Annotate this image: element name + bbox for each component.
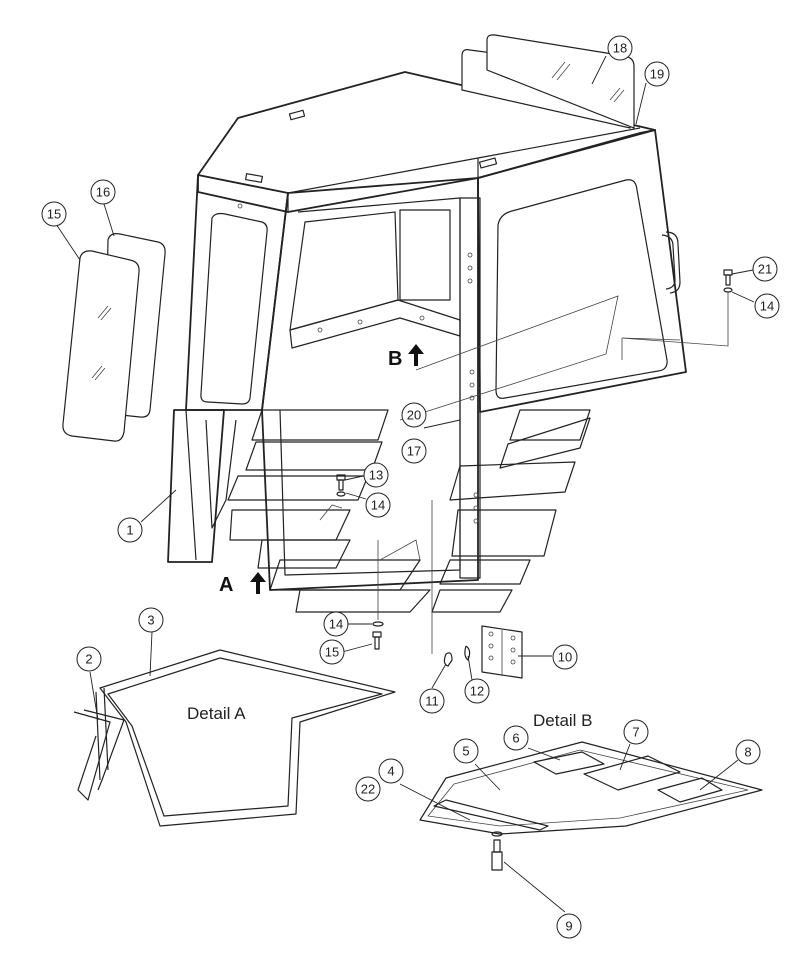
callout-11: 11: [419, 688, 445, 714]
callout-2: 2: [76, 646, 102, 672]
cab-front-frame: [261, 177, 481, 591]
callout-10: 10: [552, 644, 578, 670]
callout-13: 13: [363, 462, 389, 488]
bolt-15: [372, 540, 384, 650]
callout-4-text: 4: [387, 764, 394, 779]
callout-15b-text: 15: [325, 645, 339, 660]
callout-10-text: 10: [558, 650, 572, 665]
cab-right-side: [477, 129, 687, 413]
callout-15a: 15: [41, 201, 67, 227]
pin-11-12: [431, 500, 471, 667]
callout-5: 5: [453, 738, 479, 764]
floor-panels: [227, 295, 619, 613]
view-marker-b-label: B: [388, 348, 402, 370]
callout-20-text: 20: [407, 408, 421, 423]
detail-a-seal: Detail A: [73, 649, 396, 827]
hinge-10: [481, 625, 523, 679]
callout-3-text: 3: [147, 613, 154, 628]
callout-18-text: 18: [613, 41, 627, 56]
callout-14b-text: 14: [371, 498, 385, 513]
callout-21-text: 21: [758, 262, 772, 277]
view-marker-a-label: A: [219, 574, 233, 596]
callout-5-text: 5: [462, 744, 469, 759]
detail-b-label: Detail B: [533, 711, 593, 730]
callout-6: 6: [503, 725, 529, 751]
callout-4: 4: [378, 758, 404, 784]
callout-16: 16: [90, 179, 116, 205]
callout-19-text: 19: [650, 67, 664, 82]
callout-1-text: 1: [126, 523, 133, 538]
callout-7-text: 7: [632, 725, 639, 740]
callout-14c-text: 14: [329, 617, 343, 632]
callout-12: 12: [464, 678, 490, 704]
callout-17-text: 17: [407, 444, 421, 459]
cab-left-side: [167, 174, 289, 563]
bolt-13: [336, 474, 346, 497]
callout-21: 21: [752, 256, 778, 282]
callout-15a-text: 15: [47, 207, 61, 222]
callout-8-text: 8: [744, 745, 751, 760]
callout-15b: 15: [319, 639, 345, 665]
callout-16-text: 16: [96, 185, 110, 200]
callout-14a: 14: [754, 293, 780, 319]
callout-7: 7: [623, 719, 649, 745]
view-marker-a: A: [219, 572, 266, 596]
bolt-21: [621, 269, 733, 347]
view-marker-b: B: [388, 344, 424, 370]
callout-12-text: 12: [470, 684, 484, 699]
callout-3: 3: [138, 607, 164, 633]
callout-9-text: 9: [565, 919, 572, 934]
callout-9: 9: [556, 913, 582, 939]
callout-2-text: 2: [85, 652, 92, 667]
callout-6-text: 6: [512, 731, 519, 746]
callout-17: 17: [401, 438, 427, 464]
callout-18: 18: [607, 35, 633, 61]
callout-14b: 14: [365, 492, 391, 518]
callout-22: 22: [355, 776, 381, 802]
callout-20: 20: [401, 402, 427, 428]
callout-11-text: 11: [425, 694, 439, 709]
callout-8: 8: [735, 739, 761, 765]
callout-1: 1: [117, 517, 143, 543]
detail-a-label: Detail A: [187, 704, 246, 723]
side-glass-panels: [62, 233, 166, 442]
rear-glass-panels: [461, 34, 635, 129]
callout-19: 19: [644, 61, 670, 87]
callout-14a-text: 14: [760, 299, 774, 314]
callout-13-text: 13: [369, 468, 383, 483]
detail-b-floor-plate: Detail B: [419, 711, 763, 871]
leader-lines: [55, 55, 755, 913]
callout-14c: 14: [323, 611, 349, 637]
callout-22-text: 22: [361, 782, 375, 797]
